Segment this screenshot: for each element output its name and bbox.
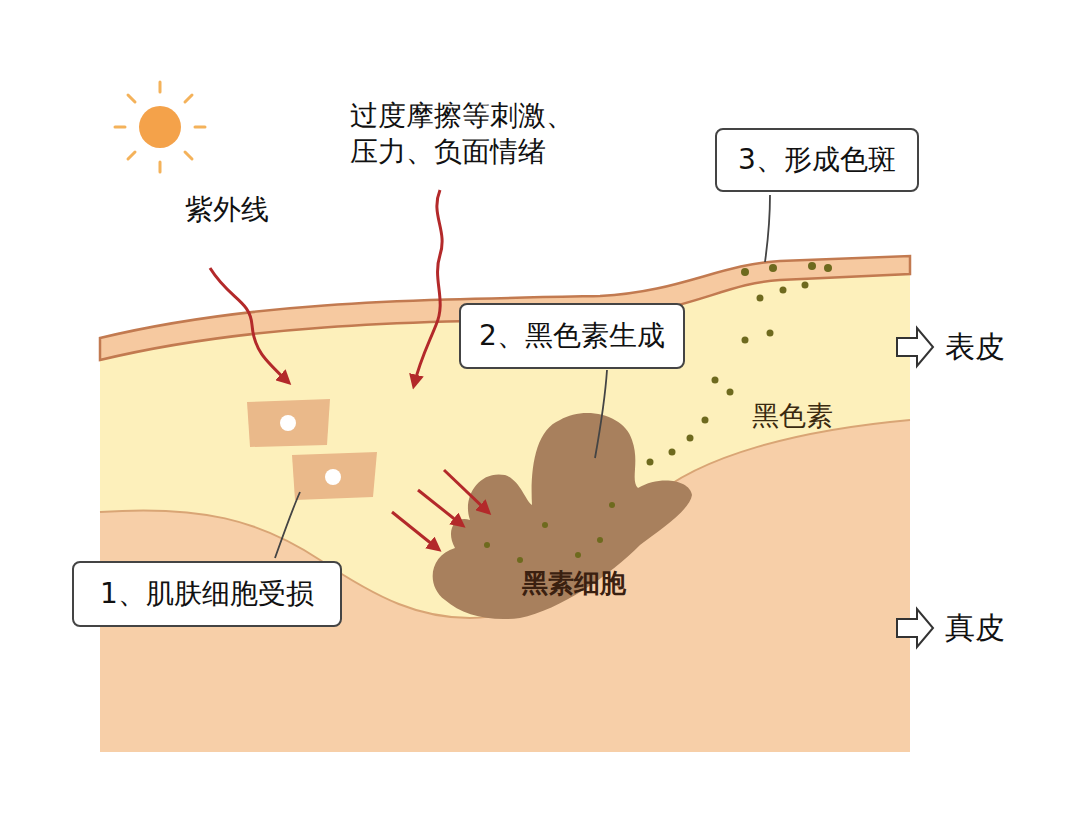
step-text: 2、黑色素生成 (479, 319, 665, 353)
part-name: 黑色素 (752, 398, 833, 433)
cause-label: 紫外线 (185, 192, 269, 228)
step-text: 1、肌肤细胞受损 (100, 577, 314, 611)
sun-icon (115, 82, 205, 172)
skin-cell (247, 399, 377, 500)
step-text: 3、形成色斑 (738, 143, 896, 177)
step-box: 2、黑色素生成 (459, 303, 685, 369)
layer-pointer (897, 328, 933, 647)
cause-label: 过度摩擦等刺激、 压力、负面情绪 (350, 98, 600, 171)
step-box: 1、肌肤细胞受损 (72, 561, 342, 627)
melanocyte (433, 413, 692, 619)
leader-line (275, 195, 770, 558)
signal-arrow (392, 470, 488, 549)
layer-name: 表皮 (945, 327, 1005, 366)
layer-name: 真皮 (945, 608, 1005, 647)
step-box: 3、形成色斑 (715, 128, 919, 192)
part-name: 黑素细胞 (522, 567, 626, 601)
